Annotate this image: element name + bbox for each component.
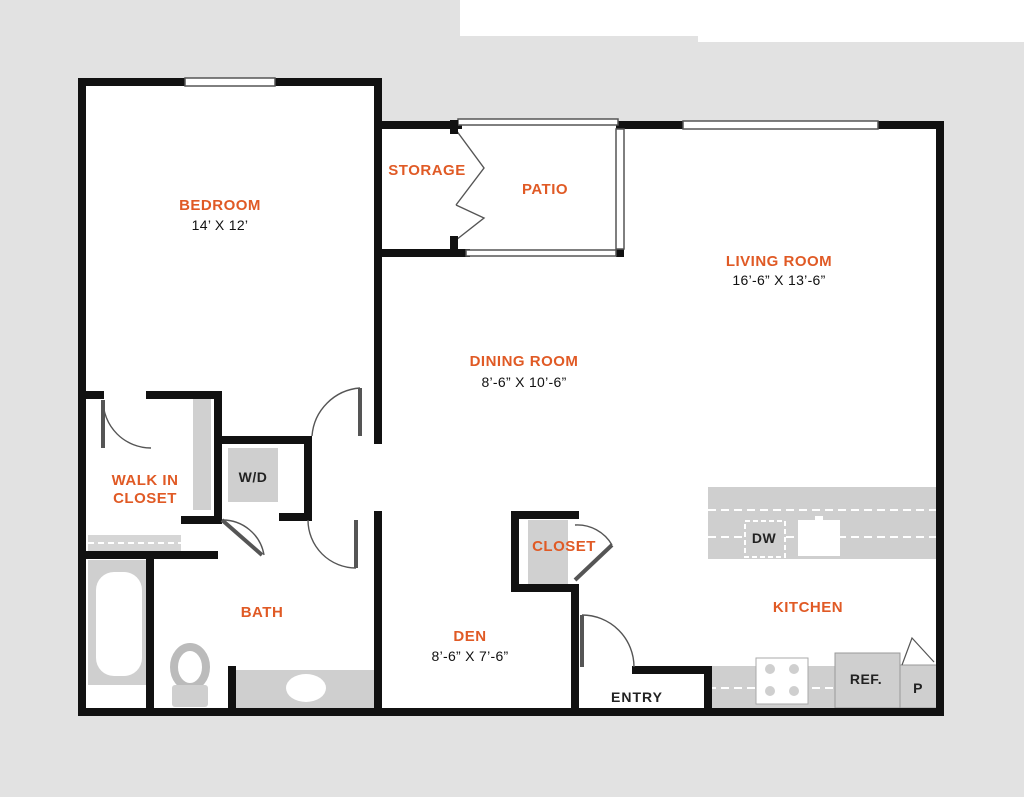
refrigerator xyxy=(834,652,901,709)
living-room-dims: 16’-6” X 13’-6” xyxy=(732,272,826,288)
kitchen-label: KITCHEN xyxy=(772,599,844,616)
toilet xyxy=(170,643,210,691)
dishwasher xyxy=(744,520,786,558)
storage-label: STORAGE xyxy=(388,162,466,179)
patio-label: PATIO xyxy=(521,181,569,198)
kitchen-sink xyxy=(798,520,840,556)
bedroom-dims: 14’ X 12’ xyxy=(191,217,249,233)
stove xyxy=(755,657,809,705)
closet-shelf xyxy=(88,535,181,552)
den-label: DEN xyxy=(453,628,487,645)
dining-room-dims: 8’-6” X 10’-6” xyxy=(481,374,567,390)
walk-in-closet-label-line1: WALK IN xyxy=(111,472,179,489)
patio-door-frame xyxy=(450,120,458,256)
doors xyxy=(101,129,700,713)
bath-label: BATH xyxy=(240,604,284,621)
den-dims: 8’-6” X 7’-6” xyxy=(431,648,509,664)
closet-rod xyxy=(193,397,211,510)
pantry xyxy=(899,664,939,709)
page-notch xyxy=(460,0,1024,36)
fixtures xyxy=(88,397,940,712)
dishwasher-label: DW xyxy=(751,530,777,546)
dining-room-label: DINING ROOM xyxy=(469,353,579,370)
windows xyxy=(184,77,879,257)
page-notch-step xyxy=(698,36,1024,42)
bedroom-label: BEDROOM xyxy=(179,197,261,214)
walk-in-closet-label-line2: CLOSET xyxy=(113,490,177,507)
closet-label: CLOSET xyxy=(532,538,596,555)
entry-label: ENTRY xyxy=(611,689,663,705)
refrigerator-label: REF. xyxy=(849,671,883,687)
washer-dryer-label: W/D xyxy=(238,469,268,485)
pantry-label: P xyxy=(913,680,923,696)
coat-closet-rod xyxy=(528,520,568,588)
living-room-label: LIVING ROOM xyxy=(725,253,833,270)
washer-dryer xyxy=(228,448,278,502)
